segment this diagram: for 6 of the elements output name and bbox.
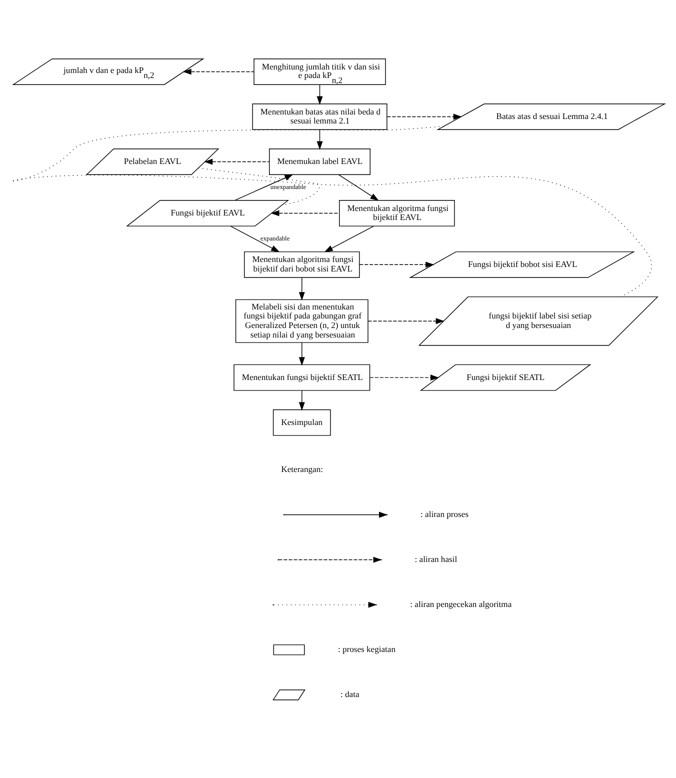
legend-label: : aliran hasil xyxy=(414,554,458,564)
legend-label: : aliran proses xyxy=(420,508,469,519)
legend-label: : aliran pengecekan algoritma xyxy=(410,599,512,610)
label: Keterangan: xyxy=(281,464,323,474)
legend-label: : data xyxy=(340,689,360,700)
legend-label: : proses kegiatan xyxy=(338,644,396,654)
